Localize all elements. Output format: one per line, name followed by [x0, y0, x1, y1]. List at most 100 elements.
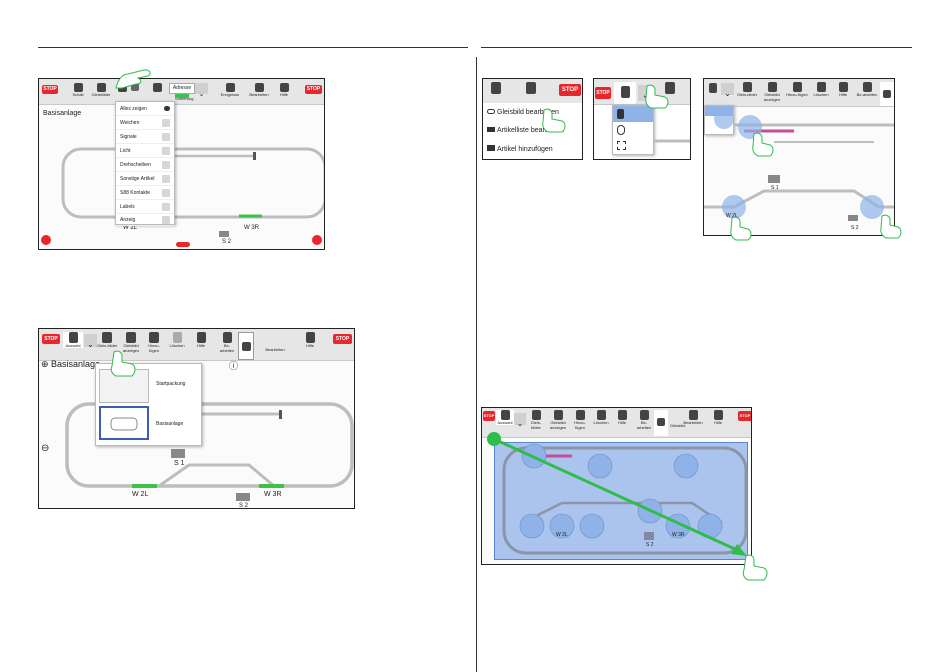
- track-edit-icon: [487, 109, 495, 114]
- hinzufuegen-button[interactable]: Hinzu-fügen: [570, 410, 590, 430]
- hinzufuegen-button[interactable]: Hinzu-fügen: [786, 82, 808, 97]
- keypad-button[interactable]: [129, 83, 141, 91]
- loeschen-button[interactable]: Löschen: [166, 332, 188, 348]
- gleisbilder-button[interactable]: Gleisbilder: [89, 83, 113, 97]
- gleisbild-anzeigen-button[interactable]: Gleisbild anzeigen: [119, 332, 143, 353]
- gleisbilder-button[interactable]: Gleis-bilder: [97, 332, 117, 348]
- artikel-hinzufuegen-item[interactable]: Artikel hinzufügen: [487, 145, 553, 153]
- keypad-button[interactable]: [880, 82, 894, 106]
- gleisbild-anzeigen-button[interactable]: Gleisbild anzeigen: [760, 82, 784, 102]
- train-icon-right[interactable]: [312, 235, 322, 245]
- mini-track: [110, 417, 138, 431]
- stop-button[interactable]: STOP: [42, 85, 58, 94]
- train-display-icon: [767, 82, 777, 92]
- hilfe-button-right[interactable]: Hilfe: [301, 332, 319, 348]
- gleisbild-bearbeiten-item[interactable]: Gleisbild bearbeiten: [487, 109, 559, 116]
- gleisbilder-button[interactable]: Gleis-bilder: [526, 410, 546, 430]
- bearbeiten-button[interactable]: Be-arbeiten: [856, 82, 878, 97]
- search-button[interactable]: [150, 83, 164, 92]
- keypad-button[interactable]: [238, 332, 254, 360]
- train-icon-left[interactable]: [41, 235, 51, 245]
- checkbox[interactable]: [162, 175, 170, 183]
- checkbox[interactable]: [162, 189, 170, 197]
- filter-item-drehscheiben[interactable]: Drehscheiben: [116, 158, 174, 172]
- hilfe-button[interactable]: Hilfe: [834, 82, 852, 97]
- ereignisse-button[interactable]: Ereignisse: [215, 83, 245, 97]
- checkbox[interactable]: [162, 119, 170, 127]
- schalt-button[interactable]: Schalt: [66, 83, 90, 97]
- auswahl-chevron[interactable]: ⌄: [514, 413, 526, 428]
- sort-dropdown[interactable]: Adresse: [169, 83, 195, 94]
- filter-item-labels[interactable]: Labels: [116, 200, 174, 214]
- artikelliste-bearbeiten-item[interactable]: Artikelliste bearbeiten: [487, 127, 564, 134]
- bearbeiten-button[interactable]: Be-arbeiten: [634, 410, 654, 430]
- stop-button-right[interactable]: STOP: [305, 85, 322, 94]
- toolbar: [482, 408, 751, 438]
- mode-area-option[interactable]: [613, 138, 653, 154]
- checkbox[interactable]: [162, 216, 170, 224]
- auswahl-button[interactable]: [614, 82, 636, 104]
- track-icon: [102, 332, 112, 343]
- bearbeiten-button-2[interactable]: Bearbeiten: [265, 347, 285, 352]
- hilfe-button[interactable]: Hilfe: [274, 83, 294, 97]
- filter-item-alles-zeigen[interactable]: Alles zeigen: [116, 102, 174, 116]
- checkbox[interactable]: [162, 147, 170, 155]
- picker-startpackung-label[interactable]: Startpackung: [156, 381, 186, 387]
- wrench-icon: [688, 410, 698, 420]
- wrench-icon: [862, 82, 872, 92]
- loeschen-button[interactable]: Löschen: [591, 410, 611, 425]
- zoom-out-icon[interactable]: ⊖: [41, 443, 50, 454]
- filter-item-weichen[interactable]: Weichen: [116, 116, 174, 130]
- zoom-in-icon[interactable]: ⊕: [41, 359, 49, 369]
- keypad-button[interactable]: [654, 410, 668, 436]
- auswahl-button[interactable]: Auswahl: [63, 332, 83, 348]
- sort-chevron[interactable]: ⌄: [195, 83, 208, 98]
- train-display-icon: [553, 410, 563, 420]
- stop-button-right[interactable]: STOP: [333, 334, 352, 344]
- gleisbild-anzeigen-button[interactable]: Gleisbild anzeigen: [547, 410, 569, 430]
- signal-s1-icon: [768, 175, 780, 183]
- filter-item-anzeig[interactable]: Anzeig: [116, 214, 174, 226]
- filter-item-sonstige[interactable]: Sonstige Artikel: [116, 172, 174, 186]
- hilfe-button[interactable]: Hilfe: [613, 410, 631, 425]
- filter-item-s88[interactable]: S88 Kontakte: [116, 186, 174, 200]
- stop-button-right[interactable]: STOP: [738, 411, 751, 421]
- gleisbilder-button[interactable]: [660, 82, 680, 94]
- thumb-basisanlage[interactable]: [99, 406, 149, 440]
- hilfe-button[interactable]: Hilfe: [192, 332, 210, 348]
- stop-button[interactable]: STOP: [595, 87, 611, 99]
- checkbox[interactable]: [162, 161, 170, 169]
- mode-hand-option[interactable]: [613, 106, 653, 122]
- stop-button[interactable]: STOP: [559, 84, 581, 96]
- picker-basisanlage-label[interactable]: Basisanlage: [156, 421, 184, 427]
- hand-icon: [68, 332, 78, 343]
- gleisbilder-button[interactable]: Gleis-bilder: [736, 82, 758, 97]
- loeschen-button[interactable]: Löschen: [810, 82, 832, 97]
- mode-multi-option[interactable]: [613, 122, 653, 138]
- chevron-down-icon: ⌄: [516, 419, 524, 428]
- auswahl-chevron[interactable]: ⌄: [84, 334, 97, 349]
- hilfe-button-right[interactable]: Hilfe: [710, 410, 726, 425]
- bearbeiten-button[interactable]: [486, 82, 506, 94]
- label-s1: S 1: [771, 185, 779, 191]
- edit-menu: Gleisbild bearbeiten Artikelliste bearbe…: [483, 103, 582, 159]
- header-rule-left: [38, 47, 468, 48]
- auswahl-button[interactable]: Auswahl: [496, 410, 514, 425]
- hilfe-button[interactable]: [521, 82, 541, 94]
- auswahl-button[interactable]: [706, 83, 720, 93]
- layout-title: Basisanlage: [51, 359, 101, 369]
- hand-pointer-icon: [742, 554, 768, 581]
- bearbeiten-button[interactable]: Bearbeiten: [245, 83, 273, 97]
- filter-item-licht[interactable]: Licht: [116, 144, 174, 158]
- filter-item-signale[interactable]: Signale: [116, 130, 174, 144]
- info-icon[interactable]: ⓘ: [229, 361, 239, 371]
- hinzufuegen-button[interactable]: Hinzu-fügen: [144, 332, 164, 353]
- bearbeiten-button-2[interactable]: Bearbeiten: [682, 410, 704, 425]
- checkbox[interactable]: [162, 133, 170, 141]
- stop-button[interactable]: STOP: [483, 411, 495, 421]
- auswahl-chevron[interactable]: ⌄: [721, 83, 734, 98]
- bearbeiten-button[interactable]: Be-arbeiten: [217, 332, 237, 353]
- stop-button[interactable]: STOP: [42, 334, 60, 344]
- checkbox[interactable]: [162, 203, 170, 211]
- keypad-icon: [131, 83, 139, 91]
